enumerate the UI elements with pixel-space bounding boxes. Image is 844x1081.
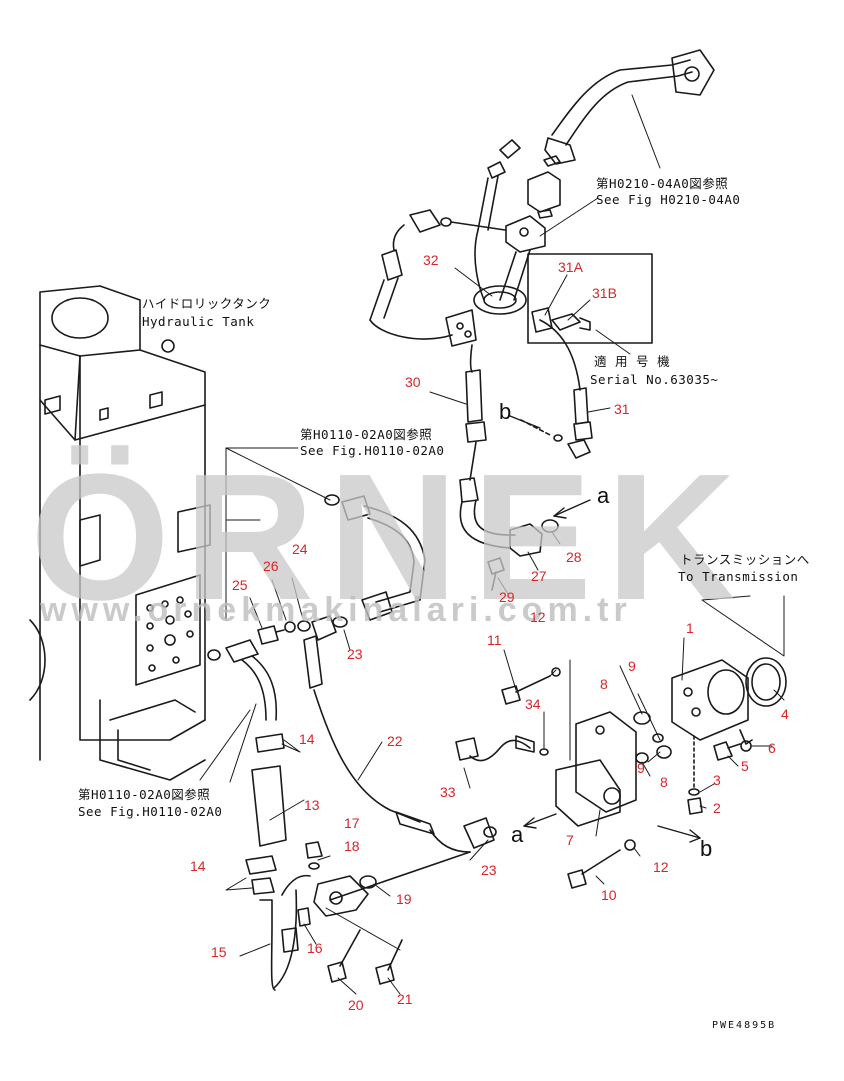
part-number-22: 22 xyxy=(387,733,403,749)
mid-ref-jp: 第H0110-02A0図参照 xyxy=(300,427,433,442)
part-number-4: 4 xyxy=(781,706,789,722)
top-ref-jp: 第H0210-04A0図参照 xyxy=(596,176,729,191)
watermark-logo: ÖRNEK xyxy=(30,437,751,638)
hose-30 xyxy=(459,369,516,549)
hose-31 xyxy=(520,387,593,459)
serial-label-en: Serial No.63035~ xyxy=(590,372,719,387)
part-number-12a: 12 xyxy=(530,609,546,625)
serial-detail-box xyxy=(527,253,653,344)
low-ref-jp: 第H0110-02A0図参照 xyxy=(78,787,211,802)
watermark-url: www.ornekmakinalari.com.tr xyxy=(40,591,632,629)
trans-label-jp: トランスミッションへ xyxy=(680,552,810,567)
part-number-31b: 31B xyxy=(592,285,617,301)
part-number-14b: 14 xyxy=(190,858,206,874)
low-ref-en: See Fig.H0110-02A0 xyxy=(78,804,223,819)
leader-lines xyxy=(199,94,785,995)
part-number-9a: 9 xyxy=(628,658,636,674)
part-number-1: 1 xyxy=(686,620,694,636)
part-number-6: 6 xyxy=(768,740,776,756)
reference-arrows xyxy=(509,415,701,843)
part-number-5: 5 xyxy=(741,758,749,774)
top-ref-en: See Fig H0210-04A0 xyxy=(596,192,741,207)
part-number-16: 16 xyxy=(307,940,323,956)
part-number-24: 24 xyxy=(292,541,308,557)
middle-pipe xyxy=(257,494,497,853)
tank-label-jp: ハイドロリックタンク xyxy=(142,296,272,311)
part-number-13: 13 xyxy=(304,797,320,813)
part-number-23b: 23 xyxy=(481,862,497,878)
part-number-23a: 23 xyxy=(347,646,363,662)
part-number-14a: 14 xyxy=(299,731,315,747)
part-number-21: 21 xyxy=(397,991,413,1007)
tank-label-en: Hydraulic Tank xyxy=(142,314,255,329)
part-number-31: 31 xyxy=(614,401,630,417)
part-number-18: 18 xyxy=(344,838,360,854)
part-number-7: 7 xyxy=(566,832,574,848)
part-number-11: 11 xyxy=(487,632,502,648)
part-number-30: 30 xyxy=(405,374,421,390)
part-number-34: 34 xyxy=(525,696,541,712)
part-number-17: 17 xyxy=(344,815,360,831)
part-number-33: 33 xyxy=(440,784,456,800)
part-number-28: 28 xyxy=(566,549,582,565)
drawing-code: PWE4895B xyxy=(712,1020,777,1031)
part-number-26: 26 xyxy=(263,558,279,574)
part-number-10: 10 xyxy=(601,887,617,903)
part-number-3: 3 xyxy=(713,772,721,788)
lower-left-hoses xyxy=(225,639,311,991)
ref-letter-a-lower: a xyxy=(511,822,524,847)
pump-assembly xyxy=(297,657,787,985)
serial-label-jp: 適 用 号 機 xyxy=(594,354,671,369)
part-number-29: 29 xyxy=(499,589,515,605)
part-number-32: 32 xyxy=(423,252,439,268)
flange-27 xyxy=(487,519,559,591)
part-number-19: 19 xyxy=(396,891,412,907)
trans-label-en: To Transmission xyxy=(678,569,799,584)
part-number-25: 25 xyxy=(232,577,248,593)
ref-letter-a-upper: a xyxy=(597,483,610,508)
part-number-8a: 8 xyxy=(600,676,608,692)
part-number-9b: 9 xyxy=(637,760,645,776)
mid-ref-en: See Fig.H0110-02A0 xyxy=(300,443,445,458)
top-pipe-assembly xyxy=(369,49,715,391)
part-number-27: 27 xyxy=(531,568,547,584)
part-number-8b: 8 xyxy=(660,774,668,790)
part-number-2: 2 xyxy=(713,800,721,816)
hydraulic-tank xyxy=(29,285,221,781)
part-number-15: 15 xyxy=(211,944,227,960)
part-number-31a: 31A xyxy=(558,259,583,275)
ref-letter-b-upper: b xyxy=(499,399,512,424)
part-number-20: 20 xyxy=(348,997,364,1013)
ref-letter-b-lower: b xyxy=(700,836,713,861)
part-number-12b: 12 xyxy=(653,859,669,875)
